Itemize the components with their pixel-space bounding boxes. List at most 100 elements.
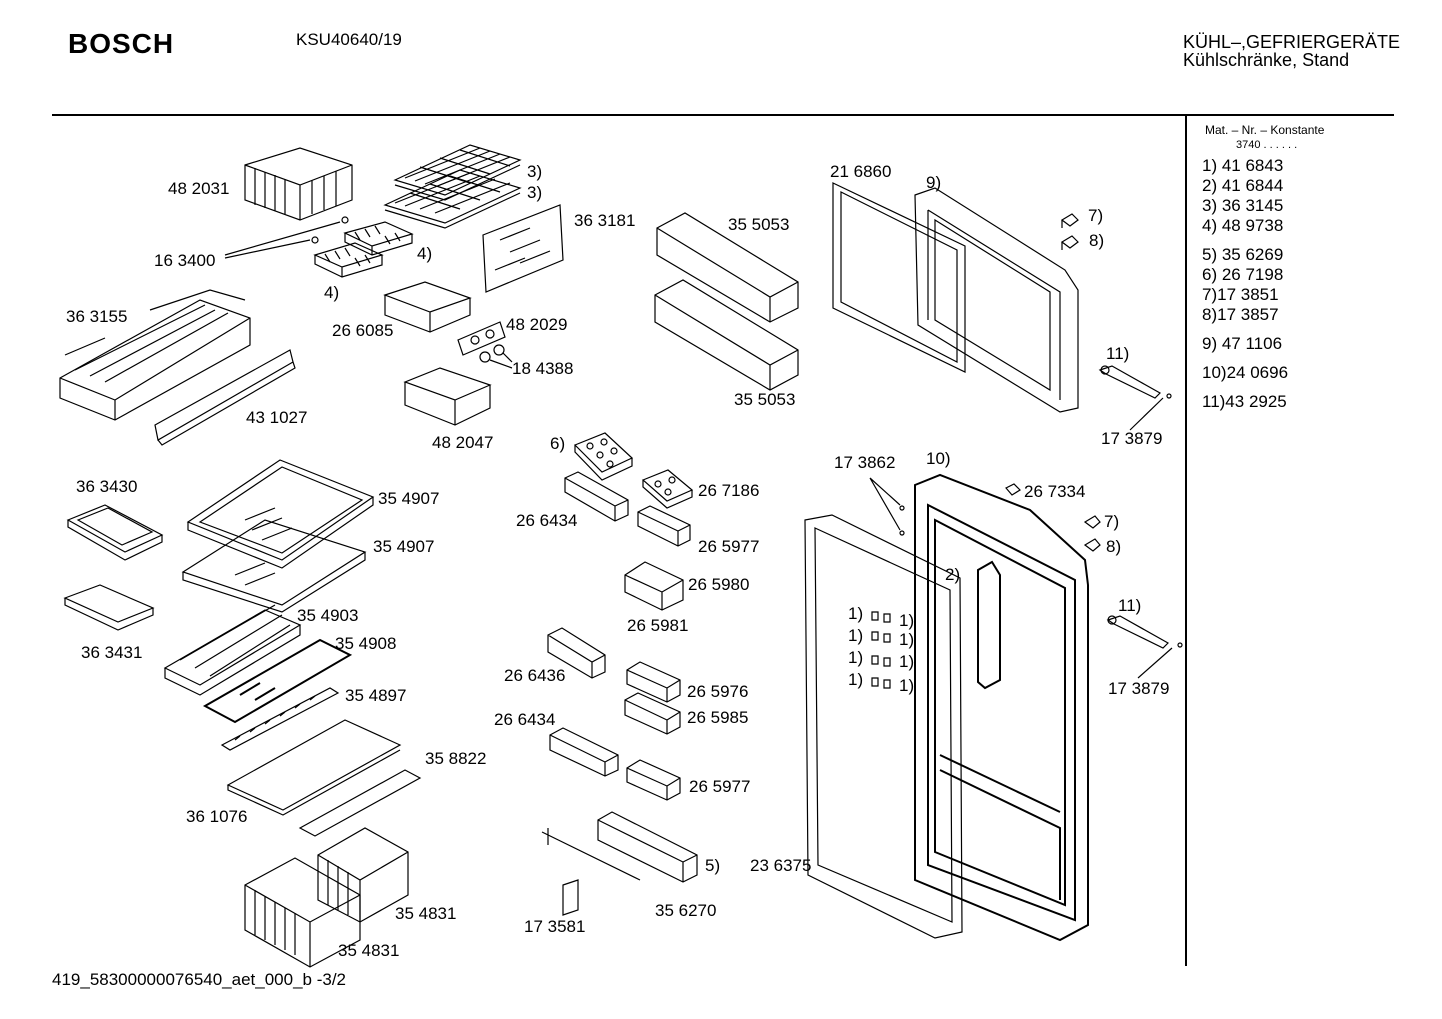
part-label: 26 7186 <box>698 481 760 500</box>
part-label: 6) <box>550 434 566 453</box>
legend-constant: 3740 . . . . . . <box>1236 139 1298 151</box>
bottle-bar-part <box>542 828 640 915</box>
part-label: 35 5053 <box>734 390 796 409</box>
part-label: 1) <box>899 652 915 671</box>
legend-item: 8)17 3857 <box>1202 305 1279 324</box>
category-title: KÜHL–,GEFRIERGERÄTE <box>1183 32 1401 52</box>
brand-logo: BOSCH <box>68 28 175 59</box>
part-label: 8) <box>1106 537 1122 556</box>
fridge-gasket-part <box>805 515 962 938</box>
grid-shelf-part <box>385 145 520 228</box>
door-gasket-part <box>833 183 965 372</box>
part-label: 26 5981 <box>627 616 689 635</box>
part-label: 26 6434 <box>494 710 556 729</box>
part-label: 35 4831 <box>338 941 400 960</box>
part-label: 11) <box>1106 344 1130 363</box>
part-label: 36 1076 <box>186 807 248 826</box>
part-label: 17 3879 <box>1101 429 1163 448</box>
freezer-door-part <box>915 188 1078 412</box>
legend-item: 2) 41 6844 <box>1202 176 1284 195</box>
part-label: 36 3431 <box>81 643 143 662</box>
part-label: 4) <box>324 283 340 302</box>
shelf-support-part <box>872 612 890 688</box>
part-label: 26 5976 <box>687 682 749 701</box>
legend-item: 9) 47 1106 <box>1202 334 1283 353</box>
part-label: 10) <box>926 449 951 468</box>
part-label: 35 4831 <box>395 904 457 923</box>
small-door-bin-part <box>548 472 697 882</box>
part-label: 1) <box>899 611 915 630</box>
part-label: 26 5977 <box>689 777 751 796</box>
part-label: 7) <box>1104 512 1120 531</box>
part-label: 35 6270 <box>655 901 717 920</box>
legend-item: 3) 36 3145 <box>1202 196 1284 215</box>
door-stop-part <box>870 478 1100 551</box>
part-label: 3) <box>527 162 543 181</box>
door-bin-part <box>655 213 798 390</box>
legend-list: 1) 41 6843 2) 41 6844 3) 36 3145 4) 48 9… <box>1202 156 1288 412</box>
part-label: 9) <box>926 173 942 192</box>
part-label: 35 4907 <box>373 537 435 556</box>
part-label: 23 6375 <box>750 856 812 875</box>
part-label: 26 7334 <box>1024 482 1086 501</box>
part-label: 35 5053 <box>728 215 790 234</box>
fridge-door-part <box>915 475 1088 940</box>
legend-heading: Mat. – Nr. – Konstante <box>1205 123 1325 137</box>
part-label: 35 4907 <box>378 489 440 508</box>
part-label: 2) <box>945 565 961 584</box>
part-label: 48 2047 <box>432 433 494 452</box>
crisper-bin-part <box>245 828 408 967</box>
legend-item: 1) 41 6843 <box>1202 156 1284 175</box>
part-label: 18 4388 <box>512 359 574 378</box>
part-label: 43 1027 <box>246 408 308 427</box>
legend-item: 11)43 2925 <box>1202 392 1287 411</box>
part-label: 1) <box>899 676 915 695</box>
part-label: 36 3430 <box>76 477 138 496</box>
legend-item: 10)24 0696 <box>1202 363 1289 382</box>
part-label: 4) <box>417 244 433 263</box>
part-label: 36 3181 <box>574 211 636 230</box>
model-number: KSU40640/19 <box>296 30 402 49</box>
trim-strip-part <box>222 688 338 750</box>
part-label: 26 5977 <box>698 537 760 556</box>
part-label: 1) <box>848 604 864 623</box>
legend-item: 5) 35 6269 <box>1202 245 1284 264</box>
part-label: 1) <box>848 626 864 645</box>
part-label: 11) <box>1118 596 1142 615</box>
part-label: 48 2031 <box>168 179 230 198</box>
hinge-clip-part <box>1062 214 1078 250</box>
vegetable-drawer-part <box>60 290 250 420</box>
part-label: 7) <box>1088 206 1104 225</box>
category-subtitle: Kühlschränke, Stand <box>1183 50 1350 70</box>
part-label: 35 8822 <box>425 749 487 768</box>
glass-shelf-part <box>183 460 373 612</box>
egg-tray-part <box>575 433 692 508</box>
part-label: 35 4903 <box>297 606 359 625</box>
part-label: 17 3581 <box>524 917 586 936</box>
lower-door-handle-part <box>1108 616 1182 678</box>
part-label: 17 3862 <box>834 453 896 472</box>
part-label: 36 3155 <box>66 307 128 326</box>
part-label: 17 3879 <box>1108 679 1170 698</box>
crisper-cover-part <box>228 720 420 836</box>
door-handle-part <box>1100 366 1171 430</box>
part-label: 8) <box>1089 231 1105 250</box>
part-label: 26 6436 <box>504 666 566 685</box>
legend-item: 7)17 3851 <box>1202 285 1279 304</box>
glass-plate-part <box>205 640 350 722</box>
legend-item: 6) 26 7198 <box>1202 265 1284 284</box>
part-label: 5) <box>705 856 721 875</box>
control-holder-part <box>385 282 512 368</box>
ice-tray-part <box>225 217 412 277</box>
legend-divider <box>1185 116 1187 966</box>
part-label: 26 5985 <box>687 708 749 727</box>
header-divider <box>52 114 1394 116</box>
cover-panel-part <box>483 205 563 292</box>
part-label: 26 6085 <box>332 321 394 340</box>
part-label: 3) <box>527 183 543 202</box>
ice-tray-holder-part <box>245 148 352 220</box>
front-strip-part <box>155 350 295 445</box>
part-label: 48 2029 <box>506 315 568 334</box>
part-label: 1) <box>848 648 864 667</box>
